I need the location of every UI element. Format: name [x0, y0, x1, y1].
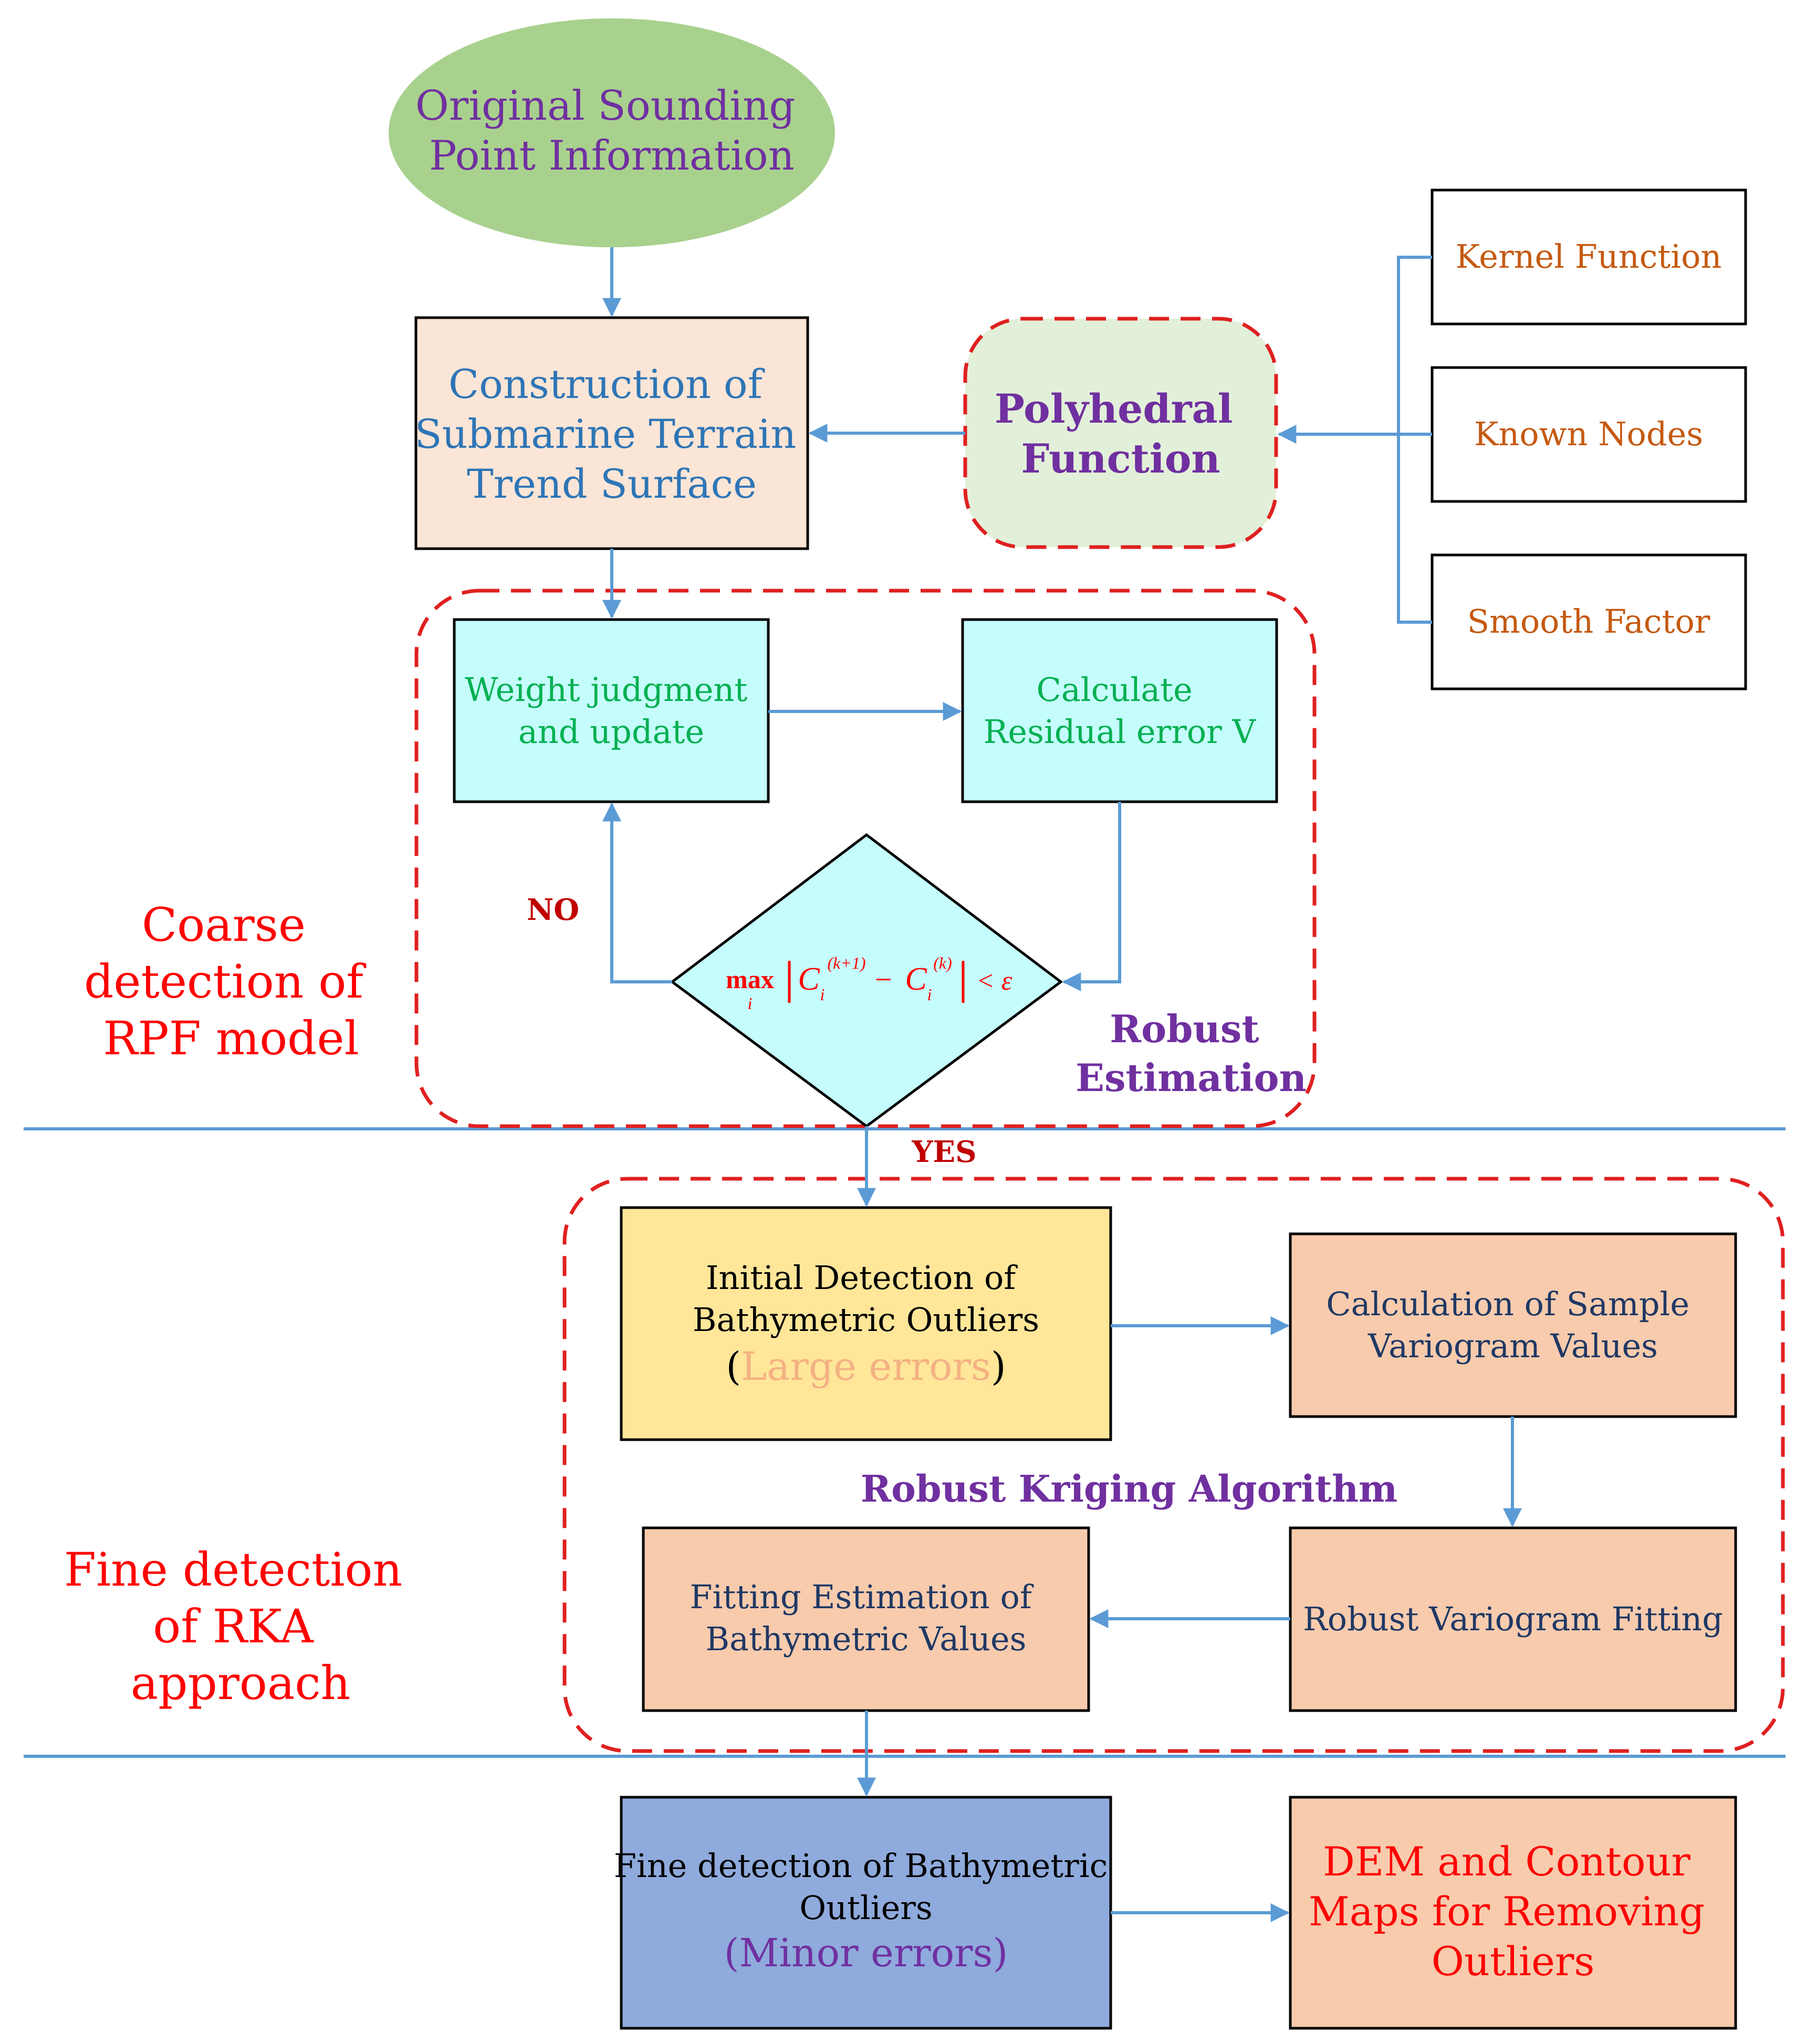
fine-detection-outliers-node	[620, 1796, 1112, 2030]
kernel-function-label: Kernel Function	[1456, 237, 1722, 276]
original-sounding-node	[389, 18, 835, 247]
initial-detection-errors: (Large errors)	[726, 1344, 1006, 1389]
svg-text:i: i	[927, 985, 932, 1004]
fitting-estimation-label: Fitting Estimation of Bathymetric Values	[690, 1578, 1042, 1658]
robust-variogram-label: Robust Variogram Fitting	[1303, 1600, 1723, 1638]
no-label: NO	[527, 893, 579, 927]
fitting-estimation-node	[642, 1526, 1090, 1712]
known-nodes-label: Known Nodes	[1474, 415, 1703, 453]
yes-label: YES	[911, 1135, 976, 1169]
robust-estimation-label: Robust Estimation	[1076, 1007, 1307, 1100]
sample-variogram-label: Calculation of Sample Variogram Values	[1326, 1285, 1700, 1365]
robust-kriging-frame	[562, 1177, 1785, 1753]
construction-trend-label: Construction of Submarine Terrain Trend …	[415, 361, 809, 507]
initial-detection-node	[620, 1206, 1112, 1441]
weight-judgment-node	[453, 618, 770, 803]
calculate-residual-node	[961, 618, 1278, 803]
svg-text:(k+1): (k+1)	[827, 953, 865, 972]
polyhedral-function-label: Polyhedral Function	[995, 385, 1247, 482]
construction-trend-node	[414, 316, 809, 550]
original-sounding-label: Original Sounding Point Information	[415, 82, 808, 180]
svg-text:i: i	[820, 985, 825, 1004]
svg-text:C: C	[905, 961, 927, 997]
fine-stage-label: Fine detection of RKA approach	[64, 1543, 417, 1710]
robust-variogram-node	[1289, 1526, 1737, 1712]
initial-detection-label: Initial Detection of Bathymetric Outlier…	[693, 1259, 1039, 1339]
svg-text:−: −	[875, 962, 892, 997]
smooth-factor-label: Smooth Factor	[1467, 602, 1710, 641]
fine-detection-errors: (Minor errors)	[724, 1931, 1008, 1976]
coarse-stage-label: Coarse detection of RPF model	[84, 898, 378, 1065]
svg-text:(k): (k)	[933, 953, 952, 972]
arrow-residual-to-check	[1062, 802, 1121, 991]
arrow-no-to-weight	[602, 802, 672, 983]
svg-text:< ε: < ε	[976, 966, 1012, 996]
robust-kriging-label: Robust Kriging Algorithm	[861, 1467, 1397, 1511]
svg-text:max: max	[726, 965, 774, 994]
weight-judgment-label: Weight judgment and update	[465, 670, 758, 751]
svg-text:C: C	[798, 961, 820, 997]
svg-text:i: i	[748, 994, 753, 1013]
dem-contour-node	[1289, 1796, 1737, 2030]
calculate-residual-label: Calculate Residual error V	[984, 670, 1257, 751]
bracket-parameters	[1397, 256, 1432, 624]
dem-contour-label: DEM and Contour Maps for Removing Outlie…	[1309, 1838, 1717, 1985]
sample-variogram-node	[1289, 1232, 1737, 1418]
polyhedral-function-node	[963, 317, 1278, 549]
fine-detection-outliers-label: Fine detection of Bathymetric Outliers	[614, 1847, 1118, 1927]
kernel-function-node	[1431, 188, 1747, 326]
convergence-formula: max i C (k+1) i − C (k) i < ε	[726, 953, 1012, 1013]
